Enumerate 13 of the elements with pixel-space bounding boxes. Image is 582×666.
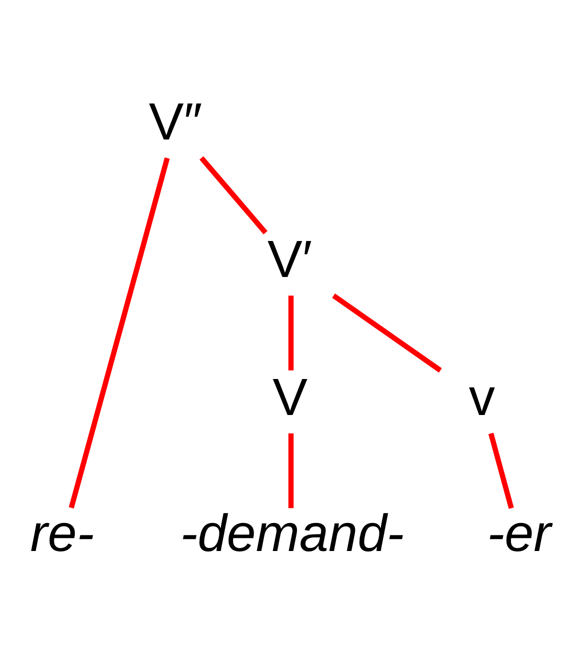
node-text: v bbox=[468, 368, 496, 427]
node-text: V′ bbox=[267, 231, 312, 290]
node-text: V bbox=[272, 368, 308, 427]
connector bbox=[488, 432, 514, 509]
connector bbox=[199, 156, 268, 234]
connector bbox=[68, 157, 170, 508]
node-text: V″ bbox=[148, 93, 202, 152]
node-text: re- bbox=[30, 504, 94, 563]
node-text: -er bbox=[487, 504, 552, 563]
connector bbox=[288, 433, 294, 508]
node-text: -demand- bbox=[180, 504, 404, 563]
connector bbox=[288, 296, 294, 370]
connector bbox=[332, 294, 442, 373]
